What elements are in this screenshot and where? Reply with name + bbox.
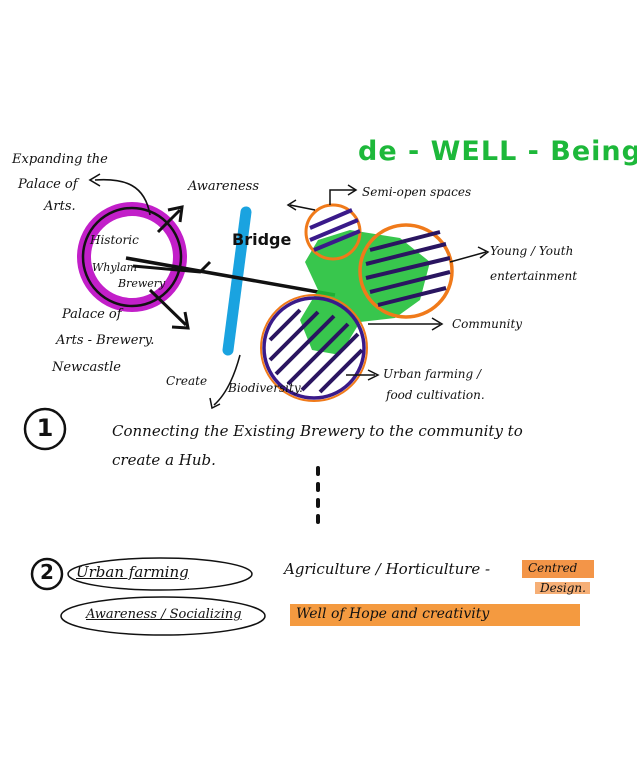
arrow-to-biodiversity-head	[209, 397, 221, 410]
label-historic: Historic	[90, 233, 139, 247]
step1-text-line2: create a Hub.	[112, 451, 216, 469]
arrow-to-young-head	[477, 246, 490, 259]
step2-agriculture: Agriculture / Horticulture -	[284, 560, 491, 578]
centred-highlight	[522, 560, 594, 578]
awareness-oval	[60, 596, 266, 636]
label-semi-open: Semi-open spaces	[362, 185, 472, 199]
brewery-circle-outline	[81, 206, 183, 308]
label-biodiversity: Biodiversity.	[228, 381, 303, 395]
diagram-title: de - WELL - Being	[358, 136, 637, 167]
step2-urban-farming: Urban farming	[76, 563, 189, 581]
arrow-to-expanding	[94, 178, 151, 216]
label-palace-3: Newcastle	[52, 360, 121, 375]
label-expanding-1: Expanding the	[12, 152, 108, 167]
well-of-hope-highlight	[290, 604, 580, 626]
semi-open-hatch	[309, 208, 361, 252]
arrow-awareness-link-head	[286, 199, 297, 211]
arrow-to-biodiversity	[213, 354, 241, 406]
step2-number: 2	[40, 560, 54, 584]
label-palace-1: Palace of	[62, 307, 122, 322]
label-expanding-2: Palace of	[18, 177, 78, 192]
step2-circle	[30, 557, 64, 591]
label-urban-1: Urban farming /	[383, 367, 482, 381]
arrow-to-palace-head	[171, 311, 190, 330]
label-brewery: Brewery	[118, 277, 166, 290]
youth-circle	[358, 223, 454, 319]
step2-centred: Centred	[528, 561, 578, 575]
label-palace-2: Arts - Brewery.	[56, 333, 155, 348]
step2-awareness-socializing: Awareness / Socializing	[86, 607, 242, 622]
bridge-bar	[222, 206, 252, 356]
label-expanding-3: Arts.	[44, 199, 76, 214]
step1-text-line1: Connecting the Existing Brewery to the c…	[112, 422, 523, 440]
step1-circle	[23, 407, 67, 451]
connector-line	[125, 256, 336, 297]
step1-number: 1	[36, 414, 54, 442]
arrow-to-palace	[148, 288, 188, 327]
label-whylam: Whylam	[92, 261, 138, 274]
urban-farming-circle	[262, 296, 366, 400]
arrow-to-awareness	[156, 208, 182, 234]
connector-line-2	[132, 260, 212, 274]
arrow-to-young	[449, 251, 487, 263]
label-awareness: Awareness	[188, 179, 259, 194]
step2-well-of-hope: Well of Hope and creativity	[296, 606, 490, 622]
youth-hatch	[365, 230, 451, 307]
urban-farming-oval	[67, 557, 253, 591]
arrow-to-semi-open-head	[347, 184, 358, 196]
arrow-awareness-link	[289, 204, 316, 211]
arrow-to-community-head	[431, 317, 444, 331]
step2-design: Design.	[540, 581, 586, 595]
arrow-to-semi-open	[329, 189, 355, 205]
arrow-to-urban-head	[367, 369, 380, 381]
label-community: Community	[452, 317, 523, 331]
label-young-2: entertainment	[490, 269, 578, 283]
design-highlight	[535, 582, 590, 594]
label-create: Create	[166, 374, 208, 388]
label-young-1: Young / Youth	[490, 244, 574, 258]
urban-farming-circle-outer	[260, 294, 368, 402]
arrow-to-expanding-head	[88, 173, 101, 187]
arrow-to-awareness-head	[167, 205, 184, 223]
urban-farming-hatch	[268, 308, 364, 394]
label-bridge: Bridge	[232, 230, 292, 249]
label-urban-2: food cultivation.	[386, 388, 485, 402]
